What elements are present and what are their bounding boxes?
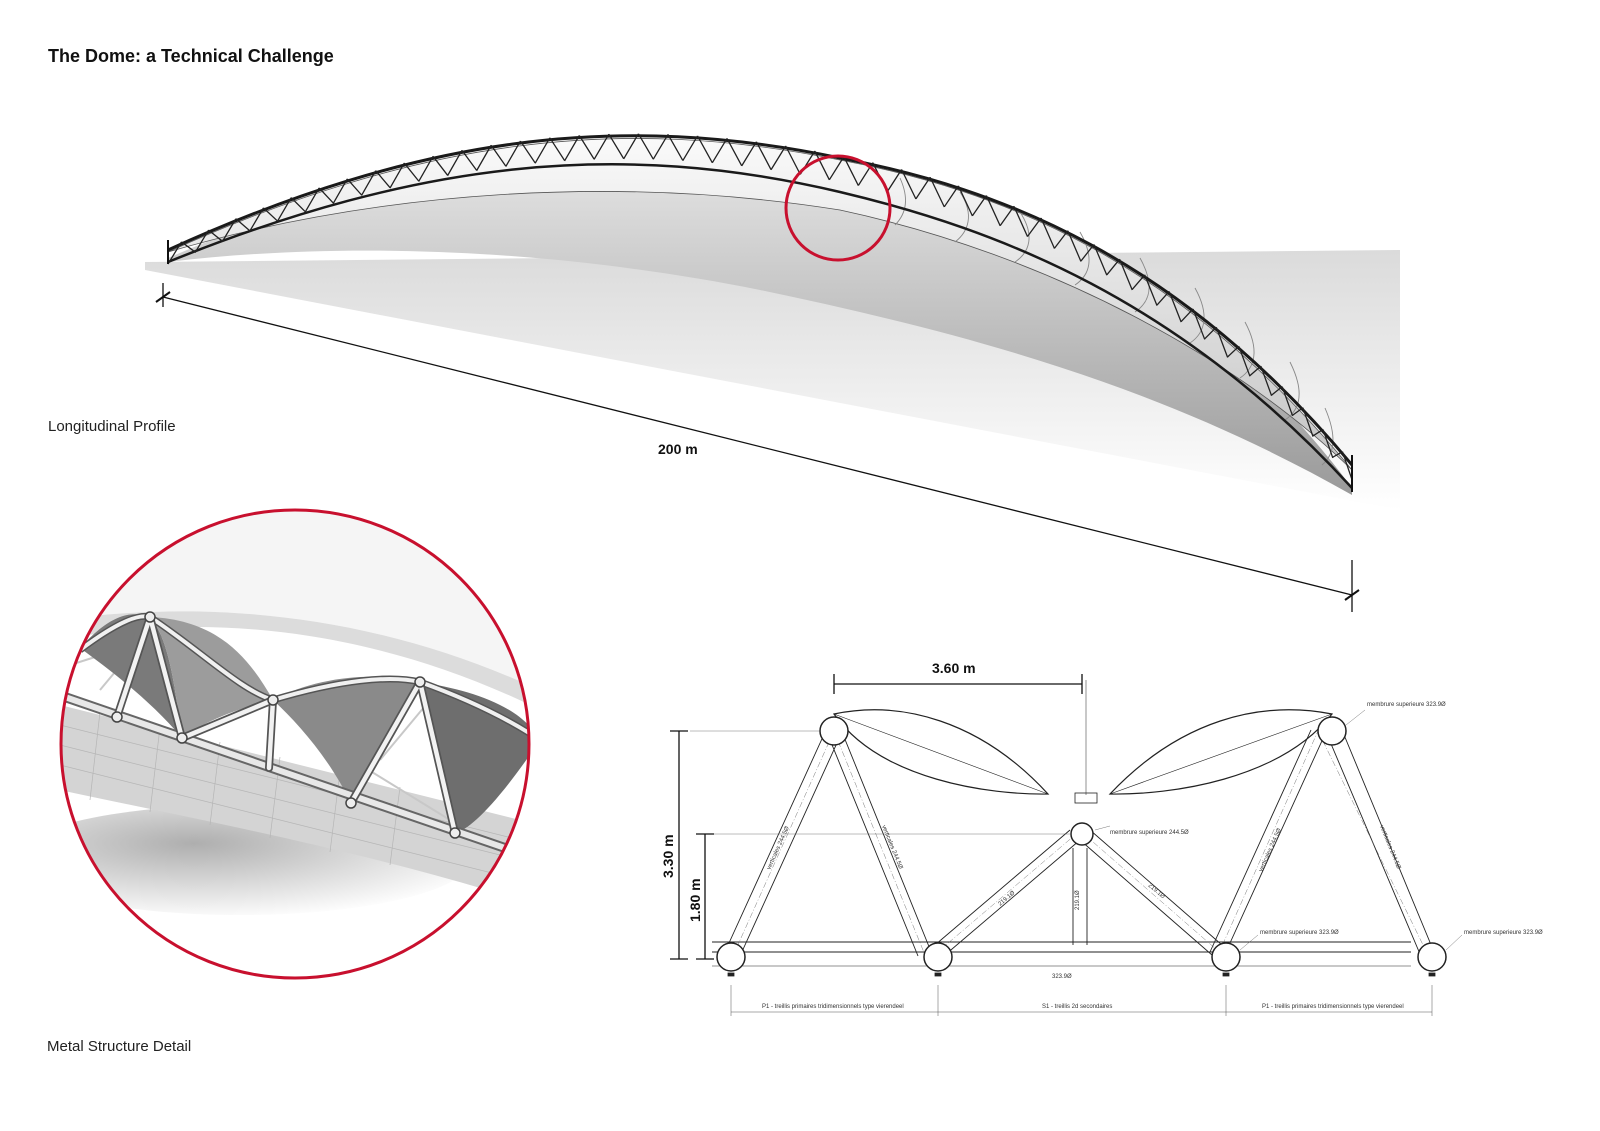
caption-longitudinal-profile: Longitudinal Profile: [48, 418, 176, 435]
detail-circle-frame: [59, 508, 531, 980]
total-height-label: 3.30 m: [660, 834, 676, 878]
section-nodes: [716, 716, 1447, 972]
annotation-top-chord-center: membrure superieure 244.5Ø: [1110, 830, 1189, 836]
annotation-chord-far-right: membrure superieure 323.9Ø: [1464, 930, 1543, 936]
section-labels: 3.60 m 3.30 m 1.80 m membrure superieure…: [660, 660, 1543, 1010]
caption-metal-structure-detail: Metal Structure Detail: [47, 1038, 192, 1055]
truss-web: [167, 133, 1353, 480]
length-label: 200 m: [658, 441, 698, 457]
detail-nodes: [111, 611, 461, 839]
annotation-strut-3: verticales 244.5Ø: [1258, 827, 1283, 872]
detail-highlight-circle: [784, 154, 892, 262]
truss-section-drawing: [670, 674, 1463, 1016]
annotation-top-chord-right: membrure superieure 323.9Ø: [1367, 702, 1446, 708]
annotation-span-right: P1 - treillis primaires tridimensionnels…: [1262, 1004, 1404, 1010]
annotation-strut-1: verticales 244.5Ø: [766, 825, 791, 870]
cladding-lines: [61, 711, 521, 881]
annotation-strut-2: verticales 244.5Ø: [880, 825, 903, 871]
truss-top-chord: [167, 134, 1354, 466]
dome-longitudinal-profile: [145, 133, 1400, 510]
annotation-bottom-chord: 323.9Ø: [1052, 974, 1072, 980]
annotation-span-left: P1 - treillis primaires tridimensionnels…: [762, 1004, 904, 1010]
lower-height-label: 1.80 m: [687, 878, 703, 922]
module-width-label: 3.60 m: [932, 660, 976, 676]
annotation-span-mid: S1 - treillis 2d secondaires: [1042, 1004, 1112, 1010]
annotation-vertical: 219.1Ø: [1075, 890, 1081, 910]
page-title: The Dome: a Technical Challenge: [48, 46, 334, 66]
truss-bottom-chord: [167, 163, 1353, 489]
dome-underside: [168, 150, 1352, 495]
metal-structure-detail: [59, 508, 531, 980]
annotation-chord-mid-right: membrure superieure 323.9Ø: [1260, 930, 1339, 936]
annotation-diagonal-right: 219.1Ø: [1147, 883, 1166, 900]
length-dimension: 200 m: [155, 283, 1360, 612]
